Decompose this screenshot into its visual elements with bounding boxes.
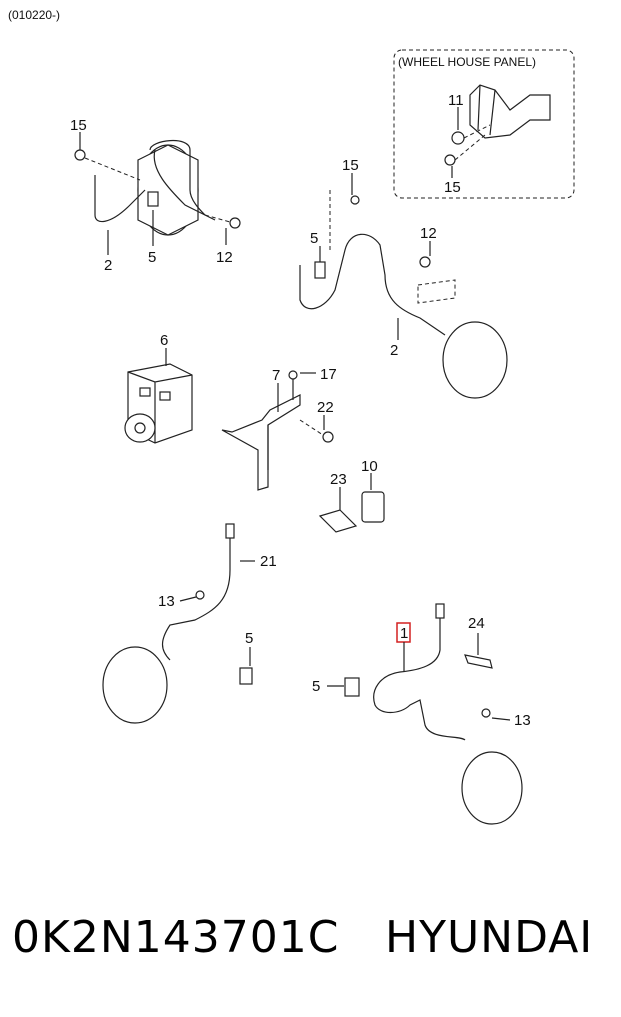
wheel-house-bracket — [469, 84, 551, 139]
bolt-12 — [229, 217, 241, 229]
callout-2-b: 2 — [390, 342, 398, 359]
bracket-5-b — [314, 261, 326, 279]
sensor-cable-1 — [373, 610, 466, 741]
sensor-cable-21 — [161, 530, 231, 661]
wheel-house-panel-inset: (WHEEL HOUSE PANEL) 11 15 — [393, 49, 575, 199]
bracket-5-c — [239, 667, 253, 685]
callout-7: 7 — [272, 367, 280, 384]
upper-right-assembly: 15 5 12 2 — [299, 157, 508, 399]
callout-2-a: 2 — [104, 257, 112, 274]
callout-5-c: 5 — [245, 630, 253, 647]
bolt-13-a — [195, 590, 205, 600]
callout-13-a: 13 — [158, 593, 175, 610]
wheel-disc-lower-right — [461, 751, 523, 825]
callout-10: 10 — [361, 458, 378, 475]
bolt-17 — [288, 370, 298, 380]
wheel-disc-lower-left — [102, 646, 168, 724]
bracket-24 — [464, 654, 493, 669]
lower-left-assembly: 21 13 5 — [102, 523, 277, 724]
callout-5-b: 5 — [310, 230, 318, 247]
bolt-15-b — [350, 195, 360, 205]
callout-12-a: 12 — [216, 249, 233, 266]
brand-name: HYUNDAI — [385, 912, 594, 963]
bolt-11 — [451, 131, 465, 145]
callout-22: 22 — [317, 399, 334, 416]
wheel-disc-upper-right — [442, 321, 508, 399]
bolt-12-b — [419, 256, 431, 268]
wheel-house-panel-label: (WHEEL HOUSE PANEL) — [398, 55, 536, 69]
bracket-5-d — [344, 677, 360, 697]
callout-15-c: 15 — [342, 157, 359, 174]
bolt-13-b — [481, 708, 491, 718]
bolt-15-inset — [444, 154, 456, 166]
bolt-15 — [74, 149, 86, 161]
callout-15-inset: 15 — [444, 179, 461, 196]
parts-23-10: 23 10 — [318, 458, 385, 533]
callout-21: 21 — [260, 553, 277, 570]
part-number: 0K2N143701C — [12, 912, 340, 963]
lower-right-assembly: 1 24 5 13 — [312, 603, 531, 825]
bracket-7-assembly: 7 17 22 — [221, 366, 337, 491]
sensor-10 — [361, 491, 385, 523]
callout-17: 17 — [320, 366, 337, 383]
sensor-cable-2 — [94, 175, 146, 223]
callout-6: 6 — [160, 332, 168, 349]
bracket-23 — [318, 509, 358, 533]
bolt-22 — [322, 431, 334, 443]
header-code: (010220-) — [8, 8, 60, 22]
upper-left-assembly: 15 2 5 12 — [70, 117, 241, 274]
callout-24: 24 — [468, 615, 485, 632]
callout-12-b: 12 — [420, 225, 437, 242]
sensor-cable-2-b — [299, 233, 446, 336]
hecu-unit: 6 — [124, 332, 193, 444]
bracket-5 — [147, 191, 159, 207]
callout-5-d: 5 — [312, 678, 320, 695]
callout-11: 11 — [448, 92, 464, 109]
callout-23: 23 — [330, 471, 347, 488]
callout-13-b: 13 — [514, 712, 531, 729]
callout-15-a: 15 — [70, 117, 87, 134]
callout-5-a: 5 — [148, 249, 156, 266]
callout-1: 1 — [400, 625, 408, 642]
